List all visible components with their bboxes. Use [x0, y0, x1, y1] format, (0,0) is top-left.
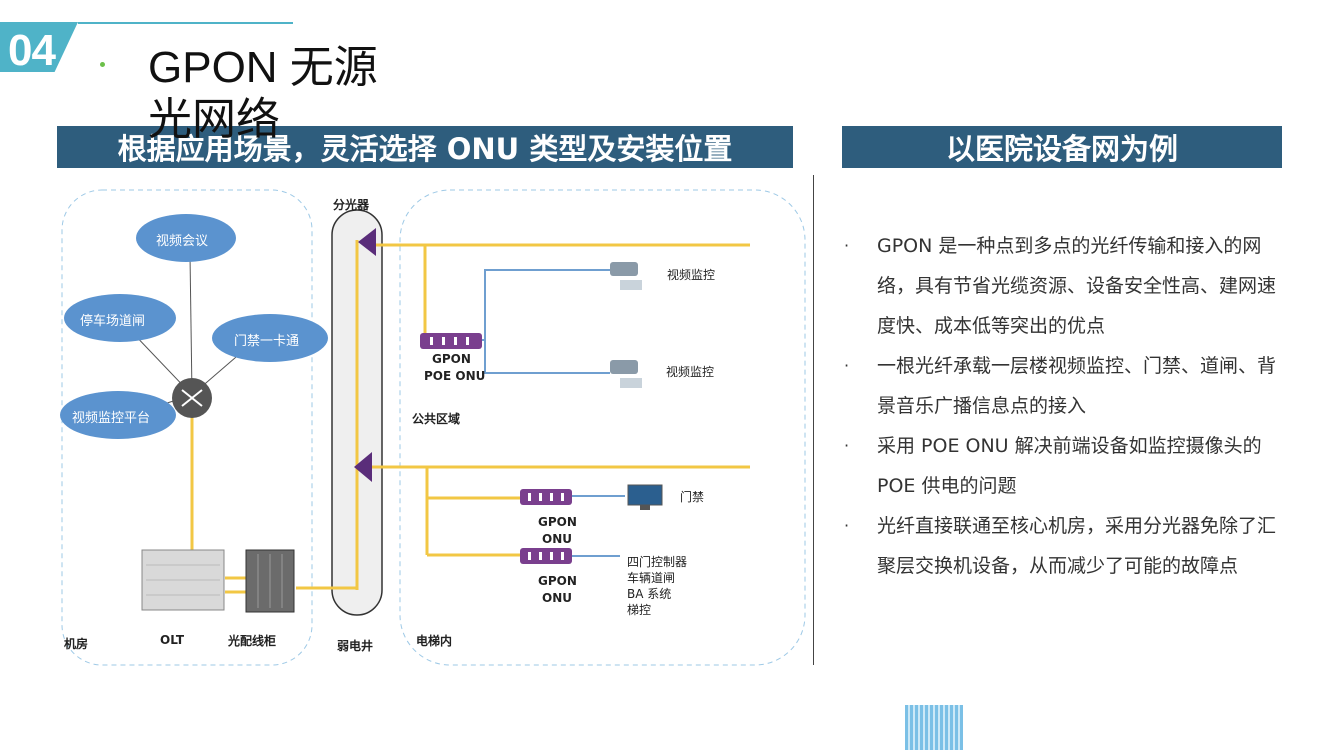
cloud-label-parking-gate: 停车场道闸: [80, 314, 146, 329]
label-poe-onu-line1: GPON: [432, 352, 471, 366]
point-text: GPON 是一种点到多点的光纤传输和接入的网络，具有节省光缆资源、设备安全性高、…: [877, 235, 1277, 337]
label-machine-room: 机房: [64, 637, 89, 651]
bullet-icon: ·: [844, 356, 850, 375]
label-poe-onu-line2: POE ONU: [424, 369, 486, 383]
label-camera-2: 视频监控: [666, 365, 715, 379]
point-text: 光纤直接联通至核心机房，采用分光器免除了汇聚层交换机设备，从而减少了可能的故障点: [877, 515, 1277, 577]
banner-right: 以医院设备网为例: [842, 126, 1282, 168]
onu-ports: [430, 337, 564, 560]
title-bullet: [100, 62, 105, 67]
point-item: · 采用 POE ONU 解决前端设备如监控摄像头的 POE 供电的问题: [842, 426, 1282, 506]
cloud-label-access-card: 门禁一卡通: [234, 334, 300, 349]
bullet-icon: ·: [844, 516, 850, 535]
label-olt: OLT: [160, 633, 185, 647]
camera-icon-2: [610, 360, 642, 388]
header-rule: [78, 22, 293, 24]
point-text: 一根光纤承载一层楼视频监控、门禁、道闸、背景音乐广播信息点的接入: [877, 355, 1277, 417]
decorative-stripes: [905, 705, 963, 750]
fiber-lines: [190, 240, 750, 590]
label-onu-b-line1: GPON: [538, 574, 577, 588]
onu-device-a: [520, 489, 572, 505]
switch-arrows-icon: [181, 389, 203, 407]
point-item: · 光纤直接联通至核心机房，采用分光器免除了汇聚层交换机设备，从而减少了可能的故障…: [842, 506, 1282, 586]
poe-onu-device: [420, 333, 482, 349]
label-fiber-cabinet: 光配线柜: [228, 634, 277, 648]
label-camera-1: 视频监控: [667, 268, 716, 282]
label-onu-a-line2: ONU: [542, 532, 572, 546]
cabinet-slots: [257, 554, 283, 608]
monitor-icon: [627, 484, 663, 510]
label-device-2: 车辆道闸: [627, 571, 676, 585]
banner-left: 根据应用场景，灵活选择 ONU 类型及安装位置: [57, 126, 793, 168]
splitter-top: [358, 228, 376, 256]
label-device-1: 四门控制器: [627, 555, 688, 569]
cloud-access-card: [212, 314, 328, 362]
label-splitter: 分光器: [333, 198, 370, 212]
diagram-graphics: [60, 189, 806, 666]
zone-machine-room: [61, 189, 313, 666]
page-title: GPON 无源光网络: [148, 43, 378, 144]
ethernet-cables: [482, 269, 625, 557]
bullet-icon: ·: [844, 236, 850, 255]
onu-device-b: [520, 548, 572, 564]
network-diagram: 视频会议 停车场道闸 门禁一卡通 视频监控平台 分光器 机房 OLT 光配线柜 …: [50, 180, 810, 680]
point-item: · GPON 是一种点到多点的光纤传输和接入的网络，具有节省光缆资源、设备安全性高…: [842, 226, 1282, 346]
cloud-video-platform: [60, 391, 176, 439]
bullet-icon: ·: [844, 436, 850, 455]
splitter-bottom: [354, 452, 372, 482]
camera-icon-1: [610, 262, 642, 290]
label-device-4: 梯控: [627, 603, 652, 617]
cloud-label-video-platform: 视频监控平台: [72, 411, 151, 426]
label-onu-b-line2: ONU: [542, 591, 572, 605]
point-text: 采用 POE ONU 解决前端设备如监控摄像头的 POE 供电的问题: [877, 435, 1262, 497]
vertical-divider: [813, 175, 814, 665]
cloud-parking-gate: [64, 294, 176, 342]
label-elevator: 电梯内: [416, 634, 453, 648]
label-onu-a-line1: GPON: [538, 515, 577, 529]
cloud-label-video-conference: 视频会议: [156, 234, 209, 249]
zone-building: [399, 189, 806, 666]
label-device-3: BA 系统: [627, 587, 672, 601]
key-points-list: · GPON 是一种点到多点的光纤传输和接入的网络，具有节省光缆资源、设备安全性高…: [842, 226, 1282, 586]
point-item: · 一根光纤承载一层楼视频监控、门禁、道闸、背景音乐广播信息点的接入: [842, 346, 1282, 426]
olt-slots: [146, 564, 220, 596]
label-access-control: 门禁: [680, 490, 705, 504]
label-public-area: 公共区域: [412, 412, 461, 426]
section-number: 04: [8, 26, 56, 75]
label-weak-well: 弱电井: [337, 639, 374, 653]
cloud-video-conference: [136, 214, 236, 262]
